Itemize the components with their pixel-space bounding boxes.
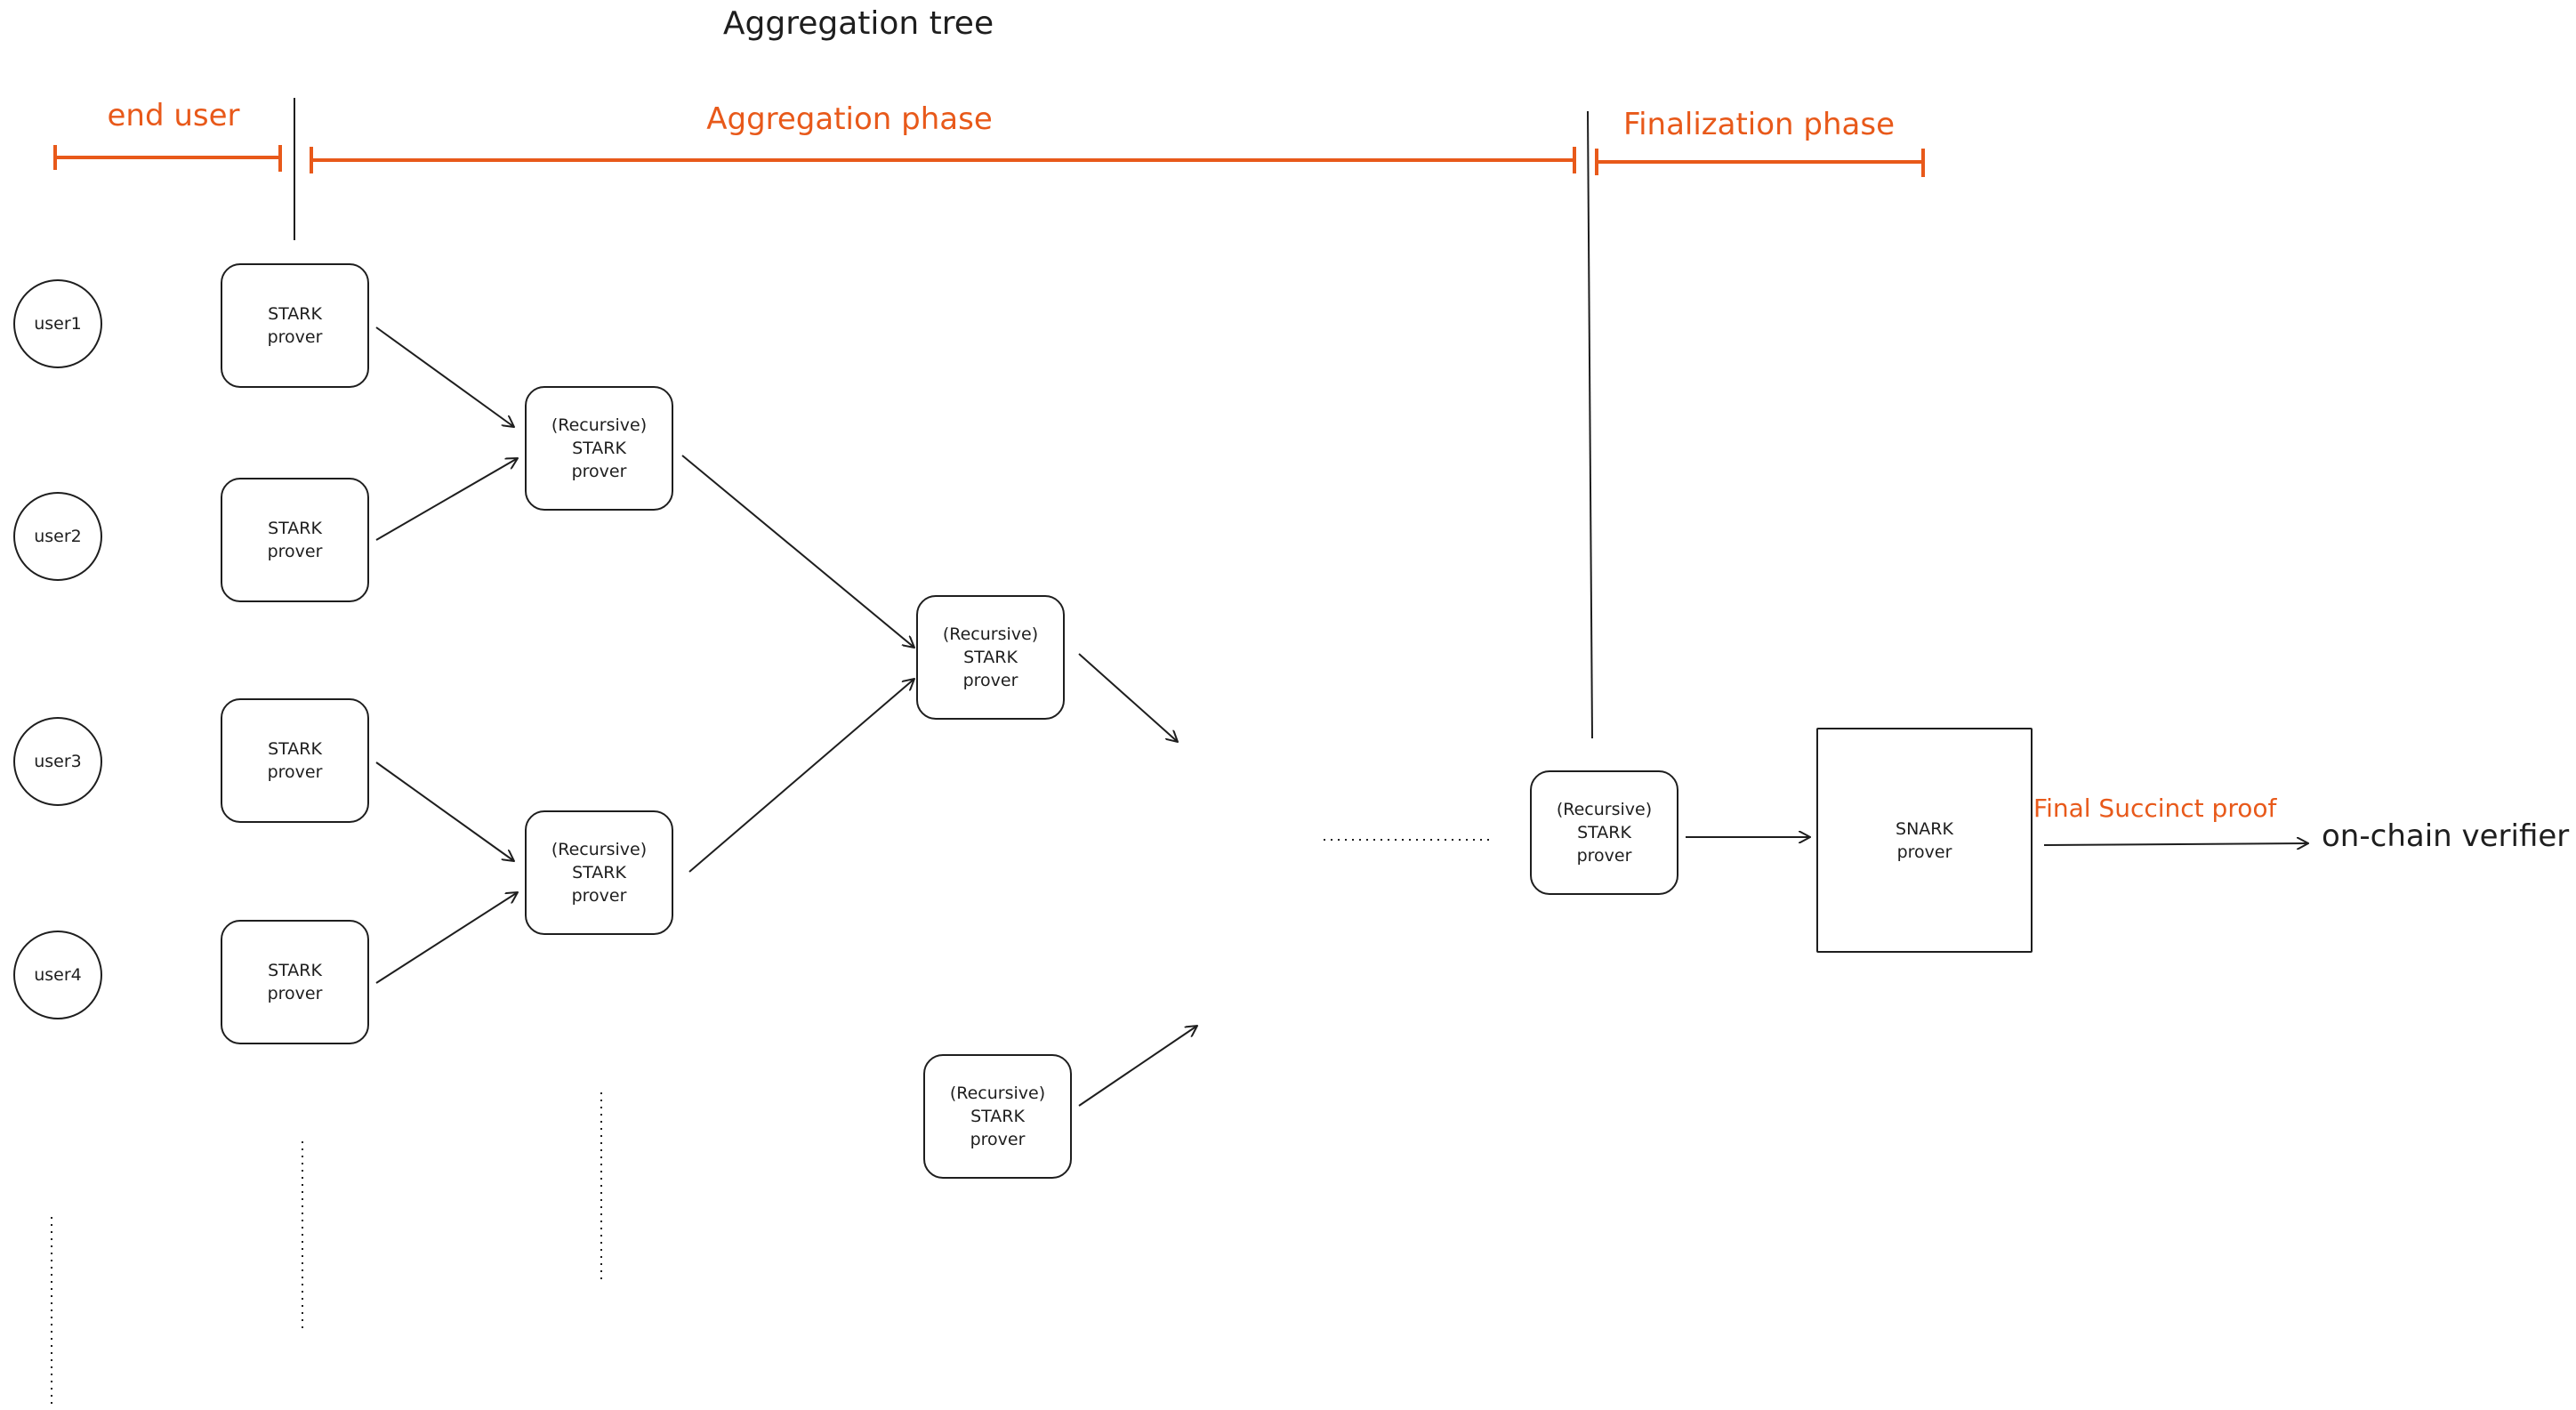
aggregation-phase-label: Aggregation phase [706, 101, 993, 137]
edge-stark2-to-rec1 [375, 458, 518, 541]
finalization-phase-label: Finalization phase [1622, 107, 1896, 142]
recursive-stark-prover-label: (Recursive) STARK prover [551, 840, 648, 906]
recursive-stark-prover-box: (Recursive) STARK prover [1530, 770, 1678, 895]
edges [375, 326, 2308, 1107]
stark-prover-label: STARK prover [267, 739, 323, 782]
stark-prover-box: STARK prover [221, 920, 369, 1044]
edge-stark1-to-rec1 [375, 326, 514, 427]
recursive-stark-prover-label: (Recursive) STARK prover [551, 415, 648, 481]
recursive-stark-prover-label: (Recursive) STARK prover [942, 624, 1039, 690]
edge-rec3-outgoing [1078, 653, 1178, 742]
user-node: user1 [13, 279, 102, 368]
stark-prover-box: STARK prover [221, 263, 369, 388]
stark-prover-box: STARK prover [221, 698, 369, 823]
stark-prover-label: STARK prover [267, 961, 323, 1003]
finalization-separator [1587, 110, 1593, 739]
diagram-title: Aggregation tree [722, 5, 994, 42]
recursive-stark-prover-label: (Recursive) STARK prover [949, 1084, 1046, 1149]
end-user-phase-label: end user [107, 98, 240, 133]
on-chain-verifier-label: on-chain verifier [2322, 818, 2570, 854]
continuation-dots [51, 839, 1494, 1406]
recursive-stark-prover-box: (Recursive) STARK prover [525, 810, 673, 935]
user-node: user3 [13, 717, 102, 806]
user-node: user2 [13, 492, 102, 581]
recursive-stark-prover-box: (Recursive) STARK prover [923, 1054, 1072, 1179]
recursive-stark-prover-box: (Recursive) STARK prover [916, 595, 1065, 720]
recursive-stark-prover-label: (Recursive) STARK prover [1556, 800, 1653, 866]
edge-stark3-to-rec2 [375, 761, 514, 861]
phase-timeline [53, 145, 1925, 177]
snark-prover-label: SNARK prover [1896, 818, 1953, 862]
edge-stark4-to-rec2 [375, 892, 518, 984]
stark-prover-label: STARK prover [267, 304, 323, 347]
snark-prover-box: SNARK prover [1816, 728, 2033, 953]
edge-rec5-outgoing [1078, 1026, 1197, 1107]
edge-rec2-to-rec3 [688, 679, 914, 873]
phase-separators [294, 98, 1593, 739]
stark-prover-box: STARK prover [221, 478, 369, 602]
user-node: user4 [13, 931, 102, 1019]
recursive-stark-prover-box: (Recursive) STARK prover [525, 386, 673, 511]
final-succinct-proof-label: Final Succinct proof [2033, 794, 2277, 823]
edge-rec1-to-rec3 [681, 455, 914, 648]
edge-snark-to-verifier [2043, 843, 2308, 845]
stark-prover-label: STARK prover [267, 519, 323, 561]
